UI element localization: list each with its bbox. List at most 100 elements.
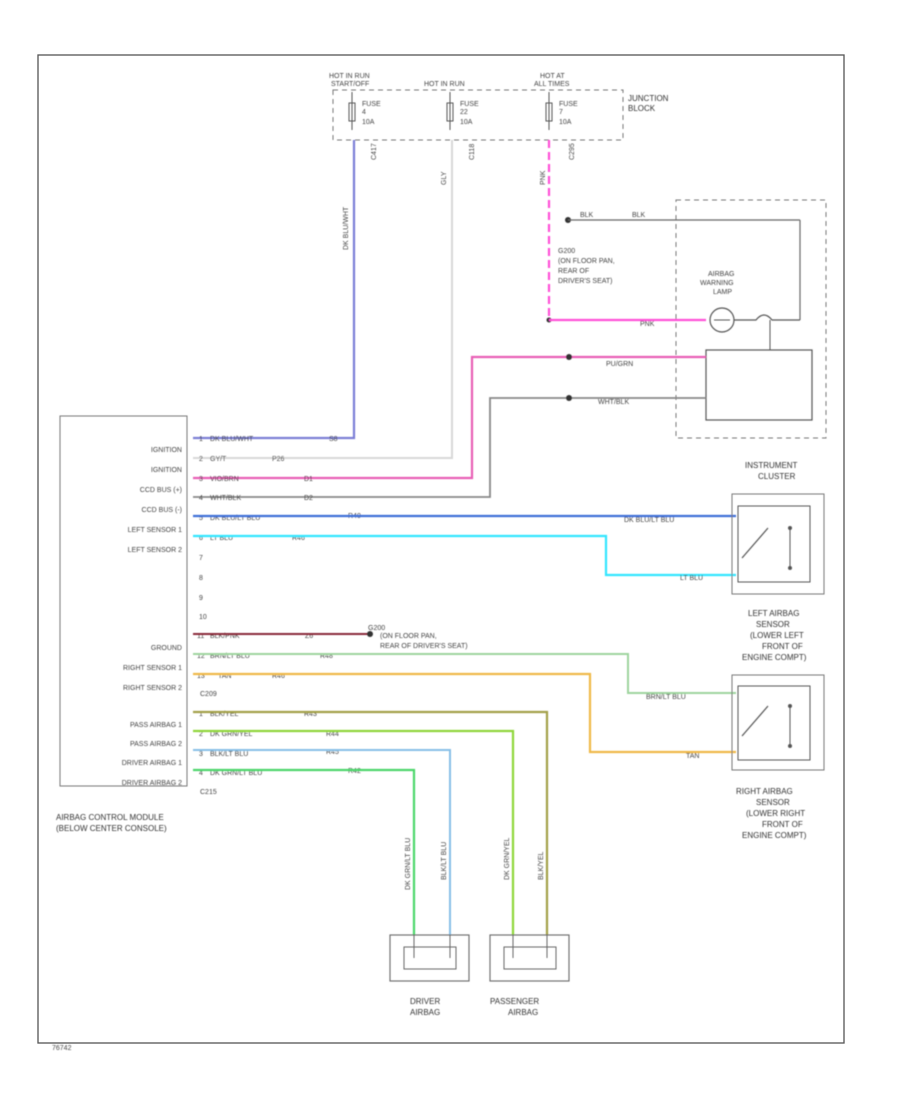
fuse7-supply: HOT AT <box>540 73 565 80</box>
pin-num-12: 12 <box>197 653 205 660</box>
svg-text:10A: 10A <box>460 119 473 126</box>
wire-right-sensor-1 <box>193 653 736 694</box>
cluster-wire-pnk: PNK <box>640 321 655 328</box>
diagram-frame <box>37 54 845 1044</box>
svg-text:C295: C295 <box>569 143 576 160</box>
pin12-wire: BRN/LT BLU <box>210 653 250 660</box>
svg-text:C118: C118 <box>469 144 476 160</box>
passenger-airbag: PASSENGER AIRBAG <box>489 934 570 1017</box>
wire-driver-airbag-2 <box>193 768 416 935</box>
wire-left-sensor-2 <box>193 534 736 577</box>
driver-airbag-squib-icon <box>403 946 457 970</box>
pin11-wire: BLK/PNK <box>210 633 240 640</box>
pin2-ckt: P26 <box>272 456 285 463</box>
svg-text:22: 22 <box>460 109 468 116</box>
pin5-wire: DK BLU/LT BLU <box>210 515 260 522</box>
passenger-airbag-label-1: PASSENGER <box>490 997 539 1006</box>
pin-name-5: LEFT SENSOR 1 <box>128 527 182 534</box>
svg-text:C417: C417 <box>371 143 378 160</box>
svg-text:FUSE: FUSE <box>362 101 381 108</box>
pin2-4-wire: DK GRN/LT BLU <box>210 770 262 777</box>
wire-fuse4-ignition <box>193 140 356 440</box>
pin-num-9: 9 <box>199 595 203 602</box>
cluster-label-2: CLUSTER <box>758 472 796 481</box>
pin2-4-name: DRIVER AIRBAG 2 <box>122 780 182 787</box>
pin2-4-ckt: R42 <box>348 768 361 775</box>
fuse4-supply2: START/OFF <box>331 81 369 88</box>
pin13-ckt: R46 <box>272 673 285 680</box>
pin2-2-name: PASS AIRBAG 2 <box>130 741 182 748</box>
junction-block-label-1: JUNCTION <box>628 94 669 103</box>
passenger-airbag-box <box>489 934 570 982</box>
module-outline <box>59 415 188 787</box>
wire-pass-airbag-2 <box>193 729 515 935</box>
svg-text:FUSE: FUSE <box>559 101 578 108</box>
pin-name-3: CCD BUS (+) <box>140 487 182 494</box>
svg-text:FUSE: FUSE <box>460 101 479 108</box>
left-sensor-label-2: SENSOR <box>756 620 790 629</box>
pin-num-5: 5 <box>199 515 203 522</box>
driver-airbag-label-2: AIRBAG <box>410 1008 440 1017</box>
module-ground-tag: G200 <box>368 625 385 632</box>
pin13-wire: TAN <box>218 673 231 680</box>
pin-name-11: GROUND <box>151 645 182 652</box>
pin4-wire: WHT/BLK <box>210 495 241 502</box>
module-label-2: (BELOW CENTER CONSOLE) <box>56 824 167 833</box>
fuse7-wire-label: PNK <box>540 170 547 185</box>
left-sensor-wire-1: DK BLU/LT BLU <box>624 517 674 524</box>
left-sensor-label-5: ENGINE COMPT) <box>742 653 807 662</box>
fuse4-wire-label: DK BLU/WHT <box>343 206 350 250</box>
pin2-3-wire: BLK/LT BLU <box>210 751 248 758</box>
right-sensor-label-4: FRONT OF <box>762 820 803 829</box>
junction-block-label-2: BLOCK <box>628 104 656 113</box>
left-airbag-sensor: LEFT AIRBAG SENSOR (LOWER LEFT FRONT OF … <box>731 493 825 662</box>
driver-airbag: DRIVER AIRBAG <box>389 934 470 1017</box>
pin-name-12: RIGHT SENSOR 1 <box>123 665 182 672</box>
connector-c215: C215 <box>200 789 217 796</box>
passenger-airbag-label-2: AIRBAG <box>508 1008 538 1017</box>
connector-c209: C209 <box>200 691 217 698</box>
airbag-control-module: IGNITION IGNITION CCD BUS (+) CCD BUS (-… <box>56 415 361 833</box>
pin-num-8: 8 <box>199 575 203 582</box>
lamp-label-1: AIRBAG <box>708 271 734 278</box>
pin-num-7: 7 <box>199 555 203 562</box>
module-ground-note-1: (ON FLOOR PAN, <box>380 633 437 640</box>
pin3-wire: VIO/BRN <box>210 476 239 483</box>
g200-note-1: G200 <box>558 248 575 255</box>
fuse4-supply: HOT IN RUN <box>329 73 370 80</box>
fuse-7: FUSE 7 10A C295 <box>545 92 578 160</box>
pin2-1-wire: BLK/YEL <box>210 711 239 718</box>
right-sensor-label-3: (LOWER RIGHT <box>746 809 805 818</box>
wire-ccd-bus-plus <box>193 355 706 480</box>
pin-name-1: IGNITION <box>151 447 182 454</box>
pin2-3-ckt: R45 <box>326 749 339 756</box>
g200-note-4: DRIVER'S SEAT) <box>558 278 613 285</box>
left-sensor-switch-icon <box>741 527 769 559</box>
right-sensor-label-5: ENGINE COMPT) <box>742 831 807 840</box>
left-sensor-label-1: LEFT AIRBAG <box>748 609 799 618</box>
pin2-2-wire: DK GRN/YEL <box>210 731 253 738</box>
wire-pass-airbag-1 <box>193 710 549 935</box>
svg-text:4: 4 <box>199 770 203 777</box>
pin2-wire: GY/T <box>210 456 227 463</box>
pin-num-10: 10 <box>199 614 207 621</box>
g200-note-2: (ON FLOOR PAN, <box>558 258 615 265</box>
pin-num-1: 1 <box>199 436 203 443</box>
pin-num-4: 4 <box>199 495 203 502</box>
pass-airbag-wire-1: DK GRN/YEL <box>504 837 511 880</box>
pin1-ckt: S8 <box>329 436 338 443</box>
wire-driver-airbag-1 <box>193 749 451 935</box>
pin2-2-ckt: R44 <box>326 731 339 738</box>
pin6-ckt: R46 <box>292 535 305 542</box>
wire-ccd-bus-minus <box>193 397 706 498</box>
pin-name-13: RIGHT SENSOR 2 <box>123 685 182 692</box>
pin2-1-ckt: R43 <box>304 711 317 718</box>
driver-airbag-box <box>389 934 470 982</box>
right-sensor-switch-icon <box>741 705 769 737</box>
right-sensor-label-2: SENSOR <box>756 798 790 807</box>
pin-num-6: 6 <box>199 535 203 542</box>
svg-text:10A: 10A <box>559 119 572 126</box>
right-sensor-label-1: RIGHT AIRBAG <box>736 787 793 796</box>
wire-fuse22-ignition <box>193 140 453 459</box>
